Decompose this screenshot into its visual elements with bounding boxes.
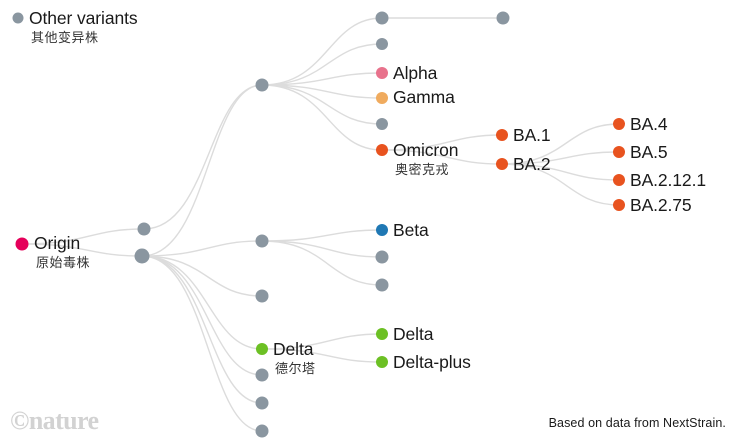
tree-edge bbox=[261, 229, 383, 242]
tree-node-g-mid-3[interactable] bbox=[375, 278, 389, 292]
tree-edge bbox=[261, 348, 383, 363]
node-label-en-ba4: BA.4 bbox=[630, 114, 668, 134]
tree-edge bbox=[261, 84, 383, 125]
node-label-ba1: BA.1 bbox=[513, 125, 551, 145]
node-label-en-ba1: BA.1 bbox=[513, 125, 551, 145]
tree-node-g-omicron-hub[interactable] bbox=[255, 78, 269, 92]
tree-edge bbox=[143, 84, 263, 230]
tree-node-alpha[interactable] bbox=[376, 67, 388, 79]
tree-edge bbox=[141, 255, 263, 297]
node-label-en-delta-child: Delta bbox=[393, 324, 434, 344]
tree-edge bbox=[501, 163, 620, 206]
node-label-cn-delta: 德尔塔 bbox=[275, 361, 316, 377]
tree-node-gamma[interactable] bbox=[376, 92, 388, 104]
tree-edge bbox=[261, 43, 383, 86]
node-label-en-origin: Origin bbox=[34, 233, 81, 253]
node-label-en-alpha: Alpha bbox=[393, 63, 438, 83]
node-label-en-omicron: Omicron bbox=[393, 140, 459, 160]
nature-logo: ©nature bbox=[10, 406, 99, 435]
tree-edge bbox=[261, 84, 383, 151]
node-label-en-gamma: Gamma bbox=[393, 87, 455, 107]
node-label-en-delta: Delta bbox=[273, 339, 314, 359]
node-label-en-beta: Beta bbox=[393, 220, 429, 240]
node-label-cn-omicron: 奥密克戎 bbox=[395, 162, 450, 178]
tree-node-omicron[interactable] bbox=[376, 144, 388, 156]
tree-edge bbox=[141, 240, 263, 257]
node-label-other-variants: Other variants 其他变异株 bbox=[29, 8, 138, 46]
tree-node-g-low-2[interactable] bbox=[255, 396, 269, 410]
tree-node-g-top-3[interactable] bbox=[376, 118, 388, 130]
tree-edge bbox=[141, 84, 263, 257]
tree-node-g-low-3[interactable] bbox=[255, 424, 269, 438]
tree-node-g-low-1[interactable] bbox=[255, 368, 269, 382]
node-label-delta-child: Delta bbox=[393, 324, 434, 344]
node-label-delta: Delta 德尔塔 bbox=[273, 339, 316, 377]
tree-node-ba2121[interactable] bbox=[613, 174, 625, 186]
tree-edge bbox=[261, 84, 383, 99]
tree-node-delta-child[interactable] bbox=[376, 328, 388, 340]
tree-node-g-top-2[interactable] bbox=[376, 38, 388, 50]
edge-layer bbox=[21, 17, 620, 432]
tree-node-g-top-1[interactable] bbox=[375, 11, 389, 25]
node-label-ba4: BA.4 bbox=[630, 114, 668, 134]
tree-edge bbox=[261, 72, 383, 86]
tree-edge bbox=[21, 228, 145, 245]
tree-node-beta[interactable] bbox=[376, 224, 388, 236]
tree-node-ba275[interactable] bbox=[613, 199, 625, 211]
tree-edge bbox=[141, 255, 263, 376]
tree-node-delta-plus[interactable] bbox=[376, 356, 388, 368]
node-label-en-other-variants: Other variants bbox=[29, 8, 138, 28]
tree-edge bbox=[381, 134, 503, 151]
tree-edge bbox=[261, 333, 383, 350]
tree-node-g-mid-2[interactable] bbox=[375, 250, 389, 264]
node-label-alpha: Alpha bbox=[393, 63, 438, 83]
tree-node-ba5[interactable] bbox=[613, 146, 625, 158]
tree-node-g-beta-hub[interactable] bbox=[255, 234, 269, 248]
tree-node-origin[interactable] bbox=[15, 237, 29, 251]
tree-node-ba1[interactable] bbox=[496, 129, 508, 141]
source-credit: Based on data from NextStrain. bbox=[548, 416, 726, 430]
node-label-en-ba5: BA.5 bbox=[630, 142, 668, 162]
tree-node-g-mid-1[interactable] bbox=[255, 289, 269, 303]
node-label-omicron: Omicron 奥密克戎 bbox=[393, 140, 459, 178]
tree-node-other-variants[interactable] bbox=[12, 12, 24, 24]
tree-edge bbox=[501, 151, 620, 165]
node-label-en-delta-plus: Delta-plus bbox=[393, 352, 471, 372]
node-label-ba2: BA.2 bbox=[513, 154, 551, 174]
tree-edge bbox=[501, 163, 620, 181]
node-label-beta: Beta bbox=[393, 220, 429, 240]
tree-edge bbox=[381, 149, 503, 165]
tree-edge bbox=[261, 240, 383, 258]
node-label-ba5: BA.5 bbox=[630, 142, 668, 162]
tree-edge bbox=[261, 240, 383, 286]
tree-node-g-upper-stem[interactable] bbox=[137, 222, 151, 236]
tree-node-g-far-top[interactable] bbox=[496, 11, 510, 25]
tree-edge bbox=[261, 17, 383, 86]
tree-edge bbox=[21, 243, 143, 257]
node-label-delta-plus: Delta-plus bbox=[393, 352, 471, 372]
tree-edge bbox=[501, 123, 620, 165]
node-label-origin: Origin 原始毒株 bbox=[34, 233, 91, 271]
tree-node-g-root-hub[interactable] bbox=[134, 248, 150, 264]
node-label-en-ba2121: BA.2.12.1 bbox=[630, 170, 706, 190]
tree-edge bbox=[141, 255, 263, 350]
node-layer bbox=[12, 11, 625, 438]
node-label-cn-origin: 原始毒株 bbox=[36, 255, 91, 271]
tree-node-delta[interactable] bbox=[256, 343, 268, 355]
tree-edge bbox=[141, 255, 263, 404]
node-label-en-ba275: BA.2.75 bbox=[630, 195, 692, 215]
node-label-ba275: BA.2.75 bbox=[630, 195, 692, 215]
node-label-cn-other-variants: 其他变异株 bbox=[31, 30, 99, 46]
node-label-gamma: Gamma bbox=[393, 87, 455, 107]
tree-node-ba2[interactable] bbox=[496, 158, 508, 170]
tree-edge bbox=[141, 255, 263, 432]
node-label-en-ba2: BA.2 bbox=[513, 154, 551, 174]
node-label-ba2121: BA.2.12.1 bbox=[630, 170, 706, 190]
tree-node-ba4[interactable] bbox=[613, 118, 625, 130]
